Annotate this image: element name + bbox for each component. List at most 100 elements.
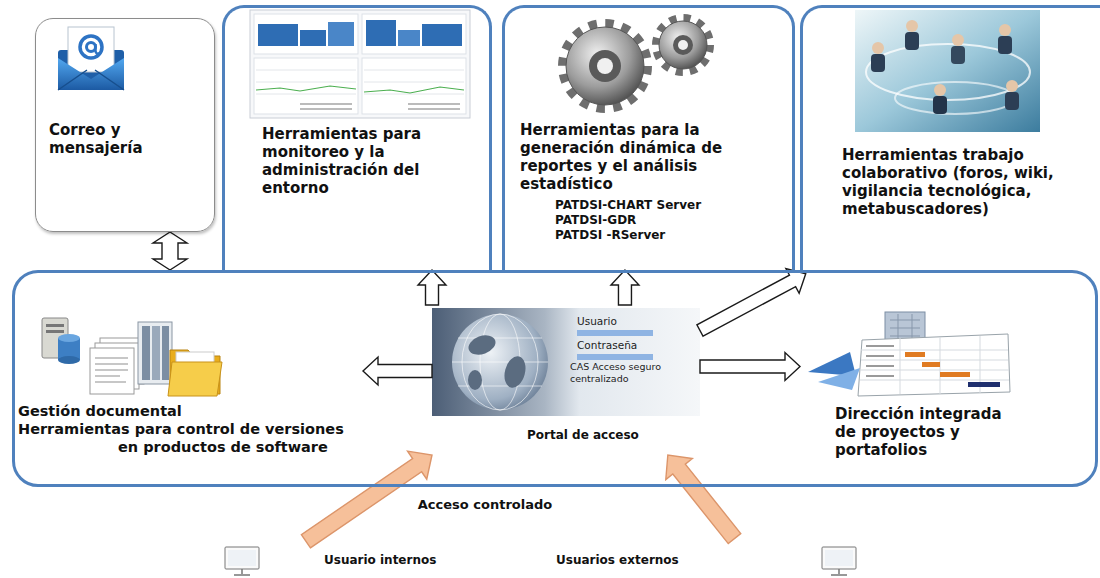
collaboration-photo — [871, 54, 885, 72]
collaboration-photo — [934, 84, 946, 96]
gear-icon — [597, 58, 613, 74]
project-icons — [866, 345, 894, 347]
block-arrow — [418, 270, 446, 305]
document-icons — [42, 318, 222, 396]
user-label: Usuarios externos — [556, 553, 679, 568]
module-title: Dirección integrada de proyectos y porta… — [835, 405, 1013, 459]
computer-icon — [225, 547, 259, 575]
block-arrow — [363, 357, 432, 385]
collaboration-photo — [855, 10, 1040, 132]
access-arrow — [301, 451, 432, 548]
collaboration-photo — [952, 34, 964, 46]
project-icons — [858, 334, 1010, 396]
monitoring-screenshot — [300, 30, 326, 46]
envelope-icon — [58, 70, 124, 90]
portal-globe — [432, 308, 700, 416]
monitoring-screenshot — [300, 108, 352, 110]
collaboration-photo — [895, 82, 1015, 114]
panel-title: Correo y mensajería — [49, 121, 179, 157]
monitoring-screenshot — [364, 87, 464, 93]
user-group: Usuarios externos — [552, 548, 742, 574]
block-arrow — [611, 270, 639, 305]
portal-globe — [466, 332, 498, 358]
document-icons — [58, 334, 80, 342]
monitoring-screenshot — [254, 14, 358, 54]
document-icons — [168, 362, 222, 396]
project-icons — [968, 382, 1000, 387]
tool-panel: Herramientas trabajo colaborativo (foros… — [800, 5, 1100, 270]
monitoring-screenshot — [328, 22, 354, 46]
server-name: PATDSI-CHART Server — [555, 198, 701, 213]
project-icons — [860, 336, 1009, 394]
computer-icon — [228, 550, 256, 566]
monitoring-screenshot — [366, 20, 396, 46]
gear-icon — [563, 24, 647, 108]
portal-globe — [432, 308, 700, 416]
monitoring-screenshot — [250, 10, 470, 118]
gear-icon — [678, 40, 688, 50]
monitoring-screenshot — [362, 58, 466, 114]
envelope-icon — [68, 27, 114, 72]
monitoring-screenshot — [256, 86, 356, 91]
collaboration-photo — [998, 36, 1012, 54]
access-arrow — [666, 455, 741, 544]
envelope-icon — [80, 36, 102, 58]
monitoring-screenshot — [408, 103, 460, 105]
project-icons — [866, 375, 894, 377]
document-icons — [162, 326, 169, 380]
panel-title: Herramientas para la generación dinámica… — [520, 121, 730, 193]
document-icons — [138, 322, 172, 384]
user-label: Usuario internos — [324, 553, 436, 568]
collaboration-photo — [999, 24, 1011, 36]
tool-panel: Herramientas para monitoreo y la adminis… — [222, 5, 492, 270]
tool-panel: Herramientas para la generación dinámica… — [502, 5, 795, 270]
field-label: Usuario — [577, 315, 617, 328]
project-icons — [940, 372, 970, 377]
project-icons — [818, 368, 860, 390]
monitoring-screenshot — [422, 24, 462, 46]
block-arrow — [700, 353, 800, 381]
portal-globe — [501, 354, 529, 390]
portal-title: Portal de acceso — [527, 428, 639, 443]
computer-icon — [822, 547, 856, 575]
gear-icon — [659, 21, 707, 69]
collaboration-photo — [872, 42, 884, 54]
monitoring-screenshot — [300, 103, 352, 105]
collaboration-photo — [855, 10, 1040, 132]
envelope-icon — [87, 43, 96, 52]
gear-icon — [656, 18, 710, 72]
portal-globe — [468, 370, 482, 390]
user-group: Usuario internos — [296, 548, 446, 574]
monitoring-screenshot — [362, 14, 466, 54]
envelope-icon — [58, 58, 124, 90]
computer-icon — [225, 547, 259, 569]
project-icons — [808, 312, 1010, 396]
project-icons — [922, 362, 940, 367]
document-icons — [152, 326, 160, 380]
block-arrow — [697, 269, 806, 337]
document-icons — [46, 330, 64, 333]
portal-globe — [577, 354, 653, 360]
panel-title: Herramientas trabajo colaborativo (foros… — [842, 146, 1067, 218]
login-note: CAS Acceso seguro centralizado — [570, 361, 695, 384]
project-icons — [866, 355, 894, 357]
collaboration-photo — [1006, 80, 1018, 92]
gear-icon — [673, 35, 693, 55]
document-icons — [58, 356, 80, 364]
module-block: Gestión documentalHerramientas para cont… — [18, 305, 363, 460]
module-block: Dirección integrada de proyectos y porta… — [800, 305, 1017, 463]
collaboration-photo — [906, 20, 918, 32]
module-title: Gestión documental — [18, 402, 358, 420]
monitoring-screenshot — [256, 70, 464, 94]
monitoring-screenshot — [250, 10, 470, 118]
mail-panel: Correo y mensajería — [35, 18, 215, 232]
field-label: Contraseña — [577, 339, 637, 352]
collaboration-photo — [951, 46, 965, 64]
monitoring-screenshot — [258, 24, 298, 46]
server-name: PATDSI-GDR — [555, 213, 636, 228]
computer-icon — [822, 547, 856, 569]
envelope-icon — [96, 44, 101, 54]
gear-icon — [589, 50, 621, 82]
server-name: PATDSI -RServer — [555, 228, 665, 243]
